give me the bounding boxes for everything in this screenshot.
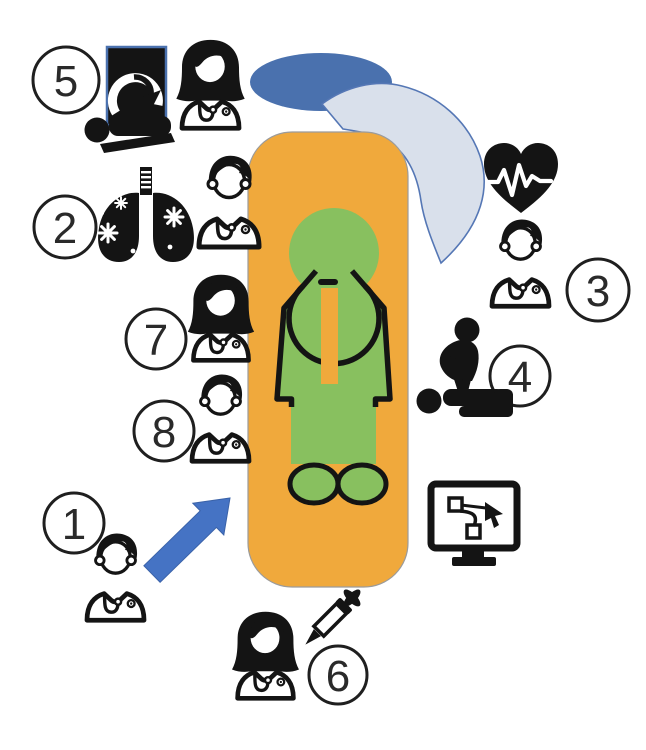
patient-body-outline-right xyxy=(349,269,393,407)
clinician-3-male xyxy=(492,219,549,306)
approach-arrow xyxy=(143,497,231,584)
marker-8: 8 xyxy=(132,399,196,463)
marker-5-label: 5 xyxy=(54,57,78,106)
patient-foot-right xyxy=(335,462,389,506)
marker-3: 3 xyxy=(565,257,631,323)
monitor-bezier-tool-icon xyxy=(427,480,521,566)
patient-body-outline-left xyxy=(274,269,319,407)
patient-chin-dash xyxy=(318,279,338,285)
clinician-5-female xyxy=(176,40,244,128)
infected-lungs-icon xyxy=(97,167,194,262)
marker-3-label: 3 xyxy=(586,267,610,316)
cpr-compressions-icon xyxy=(416,317,513,417)
heart-ecg-icon xyxy=(484,143,558,213)
clinician-8-male xyxy=(192,374,249,461)
clinician-7-female xyxy=(188,275,254,361)
clinician-6-female xyxy=(232,612,299,698)
marker-6: 6 xyxy=(307,644,369,706)
marker-2: 2 xyxy=(32,194,98,260)
marker-1-label: 1 xyxy=(62,500,86,549)
marker-7-label: 7 xyxy=(144,316,168,365)
medicine-dropper-icon xyxy=(305,589,361,645)
ultrasound-imaging-icon xyxy=(84,45,175,153)
patient-midline-strip xyxy=(321,288,338,384)
marker-2-label: 2 xyxy=(53,204,77,253)
marker-1: 1 xyxy=(42,491,106,555)
patient-foot-left xyxy=(287,462,341,506)
marker-7: 7 xyxy=(124,307,188,371)
patient-figure xyxy=(274,208,393,506)
clinician-1-male xyxy=(87,533,144,620)
marker-8-label: 8 xyxy=(152,408,176,457)
marker-6-label: 6 xyxy=(326,652,350,701)
marker-5: 5 xyxy=(31,45,101,115)
